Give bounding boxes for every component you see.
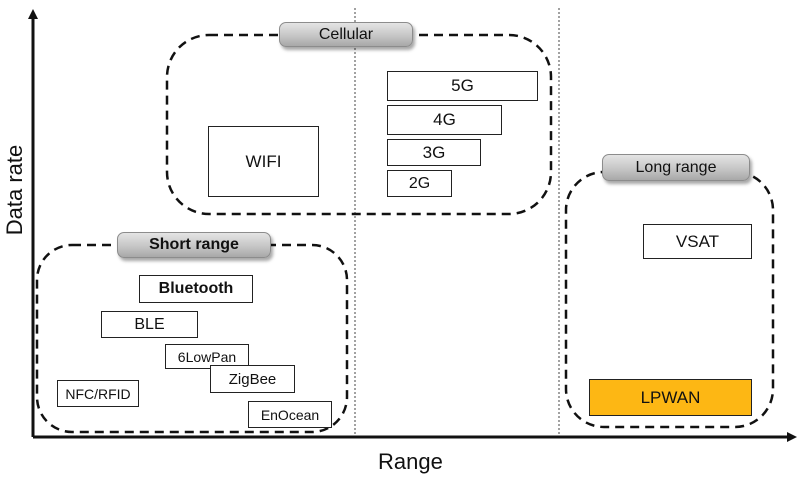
3g-box: 3G	[387, 139, 481, 166]
long-range-group-label: Long range	[602, 154, 750, 181]
lpwan-box: LPWAN	[589, 379, 752, 416]
vsat-box: VSAT	[643, 224, 752, 259]
2g-box: 2G	[387, 170, 452, 197]
enocean-box: EnOcean	[248, 401, 332, 428]
ble-box: BLE	[101, 311, 198, 338]
zigbee-box: ZigBee	[210, 365, 295, 393]
5g-box: 5G	[387, 71, 538, 101]
cellular-group-label: Cellular	[279, 22, 413, 47]
wifi-box: WIFI	[208, 126, 319, 197]
nfc-rfid-box: NFC/RFID	[57, 380, 139, 407]
bluetooth-box: Bluetooth	[139, 275, 253, 303]
short-range-group-label: Short range	[117, 232, 271, 258]
x-axis-label: Range	[378, 449, 443, 474]
y-axis-label: Data rate	[2, 144, 27, 236]
6lowpan-box: 6LowPan	[165, 344, 249, 369]
4g-box: 4G	[387, 105, 502, 135]
